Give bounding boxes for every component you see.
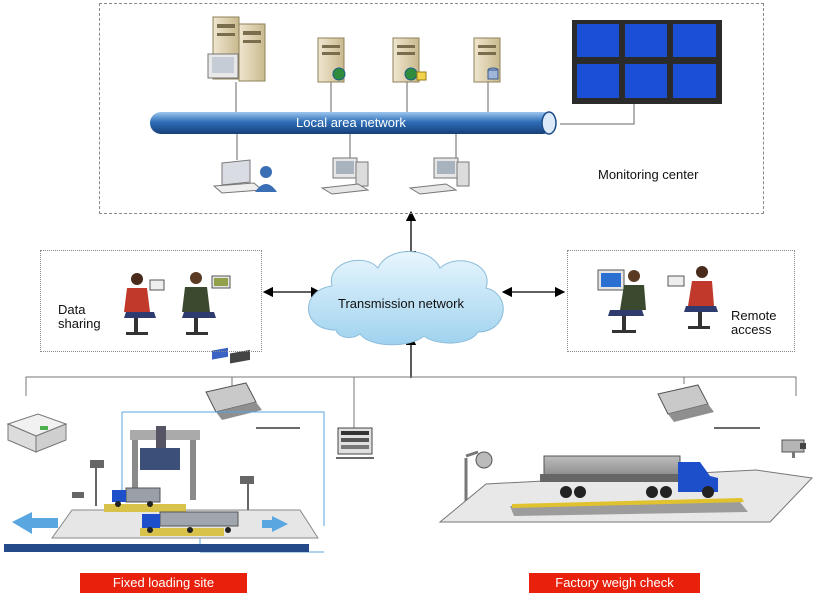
camera-icon	[72, 492, 84, 498]
loading-gantry	[130, 426, 200, 500]
weighing-indicator-icon	[205, 347, 262, 420]
bottom-bus	[25, 376, 797, 428]
data-sharing-region	[40, 250, 262, 352]
arrow-icon	[12, 512, 58, 534]
arrows	[262, 210, 566, 378]
transmission-network-label: Transmission network	[338, 296, 464, 311]
lan-label: Local area network	[296, 115, 406, 130]
display-panel-icon	[337, 427, 373, 455]
user-icon	[255, 166, 277, 192]
truck-icon	[540, 455, 718, 498]
camera-icon	[240, 476, 254, 510]
remote-access-label-line2: access	[731, 322, 772, 337]
factory-scale-platform	[438, 469, 814, 523]
camera-icon	[464, 450, 493, 514]
camera-icon	[781, 439, 806, 458]
laptop-icon	[212, 159, 264, 194]
factory-weigh-check-label: Factory weigh check	[529, 573, 700, 593]
desktop-pc-icon	[320, 157, 370, 195]
data-sharing-label-line2: sharing	[58, 316, 101, 331]
server-icon	[207, 16, 266, 82]
server-icon	[317, 37, 346, 83]
video-wall-icon	[572, 20, 722, 104]
operator-icon	[667, 266, 718, 329]
camera-icon	[90, 460, 104, 506]
lan-connectors	[235, 82, 635, 160]
remote-access-region	[567, 250, 795, 352]
monitoring-center-region	[99, 3, 764, 214]
transmission-cloud	[308, 251, 504, 346]
desktop-pc-icon	[408, 157, 470, 195]
remote-access-label-line1: Remote	[731, 308, 777, 323]
arrow-icon	[262, 516, 288, 532]
data-sharing-label-line1: Data	[58, 302, 86, 317]
weighing-indicator-icon	[657, 384, 714, 422]
truck-icon	[112, 487, 161, 507]
monitoring-center-label: Monitoring center	[598, 167, 699, 182]
fixed-loading-site-label: Fixed loading site	[80, 573, 247, 593]
database-server-icon	[473, 37, 501, 83]
fixed-site-wires	[256, 427, 374, 459]
operator-icon	[124, 273, 165, 335]
operator-icon	[597, 269, 646, 333]
lan-pipe	[150, 111, 557, 135]
server-icon	[392, 37, 427, 83]
printer-icon	[6, 413, 68, 453]
operator-icon	[182, 272, 231, 335]
truck-icon	[142, 511, 239, 533]
